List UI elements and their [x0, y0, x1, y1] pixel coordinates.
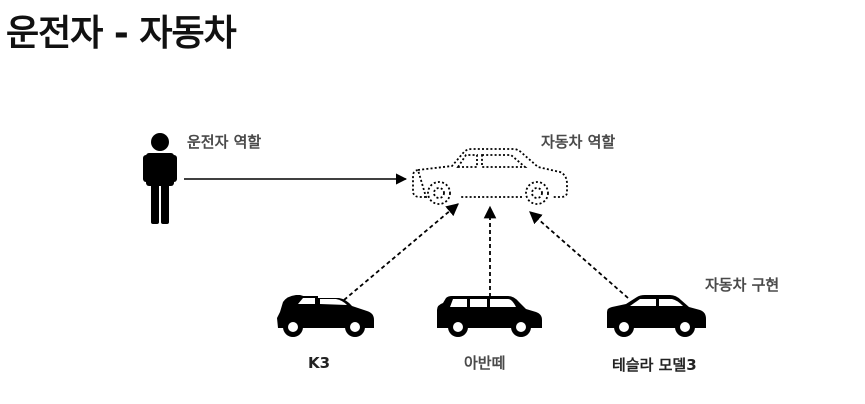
- impl-label-tesla: 테슬라 모델3: [612, 356, 697, 374]
- sedan-car-icon: [607, 295, 706, 337]
- car-role-label: 자동차 역할: [541, 133, 616, 151]
- person-icon: [143, 133, 177, 224]
- tesla-to-car-arrow: [529, 211, 629, 299]
- impl-label-avante: 아반떼: [464, 354, 506, 372]
- impl-label-k3: K3: [308, 354, 331, 372]
- driver-role-label: 운전자 역할: [187, 133, 262, 151]
- car-impl-label: 자동차 구현: [705, 276, 780, 294]
- wagon-car-icon: [437, 296, 542, 337]
- hatchback-car-icon: [277, 295, 374, 337]
- car-outline-dotted-icon: [412, 148, 568, 205]
- page-title: 운전자 - 자동차: [6, 13, 237, 54]
- k3-to-car-arrow: [343, 203, 459, 301]
